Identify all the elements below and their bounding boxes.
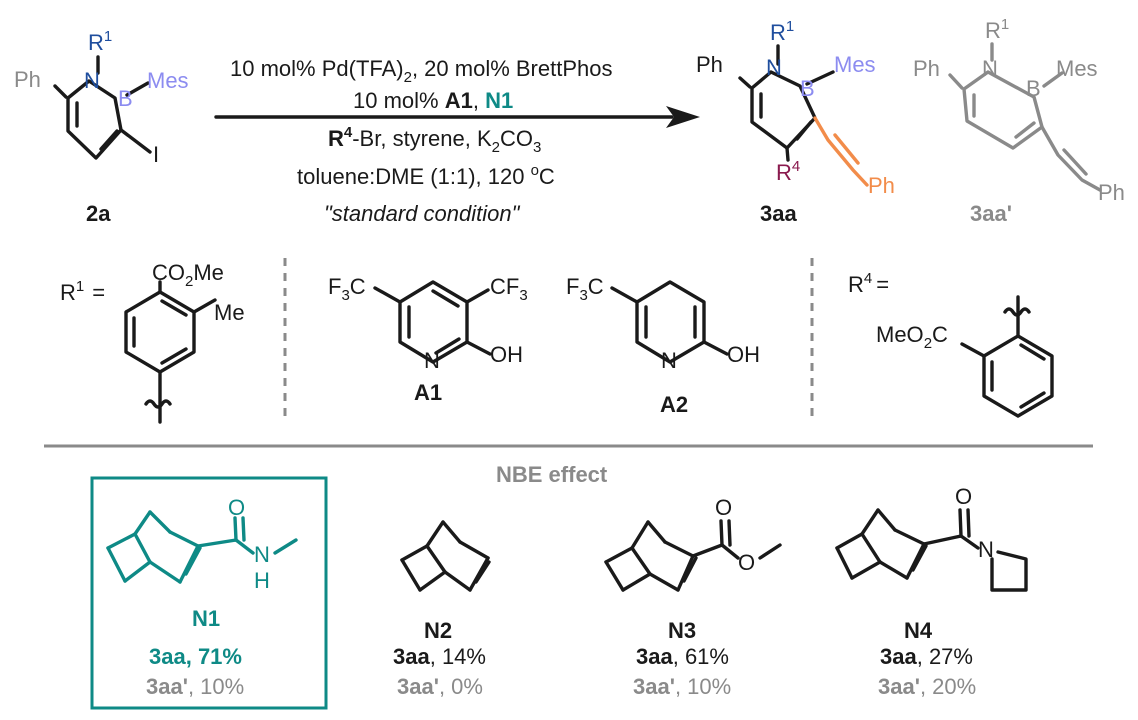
byproduct-r1-label: R1 — [985, 16, 1009, 43]
a1-cf3-label: CF3 — [490, 274, 528, 304]
r1-aryl-structure — [124, 280, 217, 424]
product-r4-label: R4 — [776, 158, 800, 185]
product-styryl-group — [813, 116, 869, 187]
r1-definition-label: R1= — [60, 278, 105, 305]
product-b-atom: B — [800, 76, 815, 101]
n1-o-atom: O — [228, 495, 245, 520]
a2-f3c-label: F3C — [566, 274, 604, 304]
n3-yield-line: 3aa, 61% — [636, 644, 729, 669]
product-n-atom: N — [766, 55, 782, 80]
reactant-n-atom: N — [84, 68, 100, 93]
byproduct-n-atom: N — [982, 56, 998, 81]
n1-n-atom: N — [254, 542, 270, 567]
nbe-section-title: NBE effect — [496, 462, 608, 487]
conditions-line-5: "standard condition" — [324, 201, 521, 226]
a1-f3c-label: F3C — [328, 274, 366, 304]
r4-aryl-structure — [960, 295, 1054, 418]
product-r1-label: R1 — [770, 18, 794, 45]
a2-structure — [610, 280, 729, 364]
byproduct-ph2-label: Ph — [1098, 180, 1125, 205]
n1-yield-line: 3aa, 71% — [149, 644, 242, 669]
n1-id-label: N1 — [192, 606, 220, 631]
n3-byproduct-line: 3aa', 10% — [633, 674, 731, 699]
n1-structure — [106, 510, 298, 584]
a2-oh-label: OH — [727, 342, 760, 367]
byproduct-mes-label: Mes — [1056, 56, 1098, 81]
byproduct-3aa-structure — [948, 42, 1102, 192]
n3-structure — [604, 519, 782, 592]
product-mes-label: Mes — [834, 52, 876, 77]
n1-h-atom: H — [254, 568, 270, 593]
reactant-2a-structure — [53, 55, 152, 160]
reactant-id-label: 2a — [86, 201, 111, 226]
conditions-line-4: toluene:DME (1:1), 120 oC — [297, 162, 555, 189]
n2-structure — [400, 520, 491, 592]
reactant-ph-label: Ph — [14, 67, 41, 92]
n4-id-label: N4 — [904, 618, 933, 643]
n2-byproduct-line: 3aa', 0% — [397, 674, 483, 699]
r1-me-label: Me — [214, 300, 245, 325]
byproduct-ph-label: Ph — [913, 56, 940, 81]
product-ph-label: Ph — [696, 52, 723, 77]
n1-highlight-box — [90, 476, 328, 710]
a1-structure — [373, 280, 492, 364]
reactant-b-atom: B — [118, 86, 133, 111]
r1-co2me-label: CO2Me — [152, 260, 224, 290]
product-3aa-structure — [738, 44, 835, 162]
n3-o1-atom: O — [715, 495, 732, 520]
conditions-line-2: 10 mol% A1, N1 — [353, 88, 513, 113]
a1-oh-label: OH — [490, 342, 523, 367]
product-id-label: 3aa — [760, 201, 797, 226]
a1-id-label: A1 — [414, 380, 442, 405]
byproduct-id-label: 3aa' — [970, 201, 1012, 226]
reactant-iodine-atom: I — [153, 142, 159, 167]
n4-yield-line: 3aa, 27% — [880, 644, 973, 669]
n4-n-atom: N — [978, 537, 994, 562]
a2-id-label: A2 — [660, 392, 688, 417]
n4-o-atom: O — [955, 484, 972, 509]
reactant-mes-label: Mes — [147, 68, 189, 93]
n2-yield-line: 3aa, 14% — [393, 644, 486, 669]
n1-byproduct-line: 3aa', 10% — [146, 674, 244, 699]
n3-id-label: N3 — [668, 618, 696, 643]
conditions-line-3: R4-Br, styrene, K2CO3 — [328, 124, 541, 156]
a2-n-atom: N — [661, 348, 677, 373]
n4-byproduct-line: 3aa', 20% — [878, 674, 976, 699]
conditions-line-1: 10 mol% Pd(TFA)2, 20 mol% BrettPhos — [230, 56, 613, 86]
byproduct-b-atom: B — [1026, 76, 1041, 101]
n4-structure — [835, 508, 1028, 592]
r4-definition-label: R4= — [848, 270, 889, 297]
product-ph2-label: Ph — [868, 173, 895, 198]
n3-o2-atom: O — [738, 550, 755, 575]
n2-id-label: N2 — [424, 618, 452, 643]
reactant-r1-label: R1 — [88, 28, 112, 55]
a1-n-atom: N — [424, 348, 440, 373]
r4-meo2c-label: MeO2C — [876, 322, 948, 352]
reaction-arrow — [214, 106, 700, 128]
